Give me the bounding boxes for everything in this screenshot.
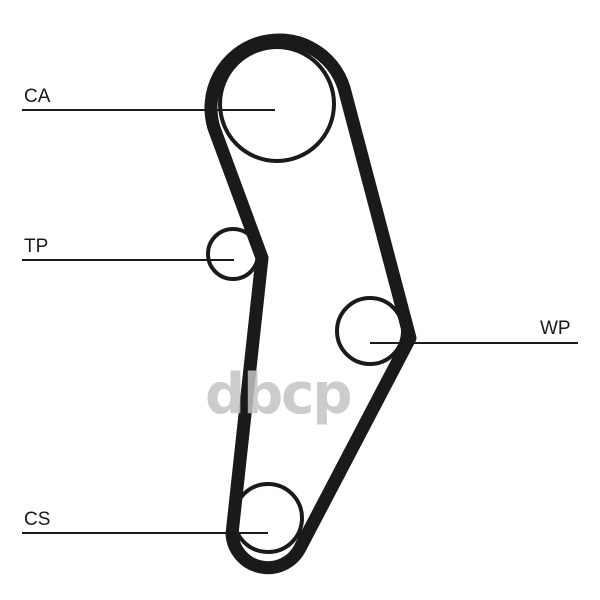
timing-belt [204, 33, 417, 575]
water-pump-pulley [335, 296, 405, 366]
crankshaft-pulley [232, 482, 304, 554]
watermark-logo: dbcp [205, 362, 352, 427]
label-wp: WP [540, 318, 571, 339]
tensioner-pulley [206, 227, 260, 281]
label-tp: TP [24, 236, 49, 257]
label-ca: CA [24, 86, 51, 107]
camshaft-pulley [218, 45, 336, 163]
label-cs: CS [24, 509, 51, 530]
